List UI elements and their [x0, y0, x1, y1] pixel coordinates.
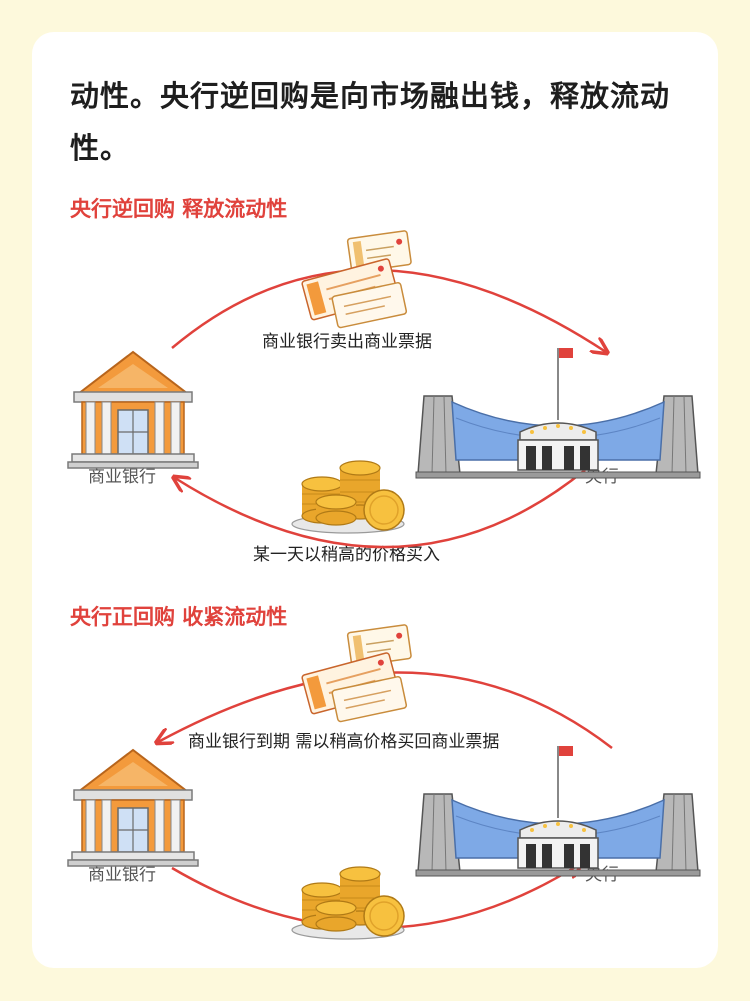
label-buy-back: 某一天以稍高的价格买入 — [253, 545, 440, 565]
section-title-reverse-repo: 央行逆回购 释放流动性 — [70, 197, 288, 221]
bank-building-icon — [67, 351, 199, 469]
gold-coins-icon-2 — [291, 866, 405, 940]
label-sell-bills: 商业银行卖出商业票据 — [262, 332, 432, 352]
bank-label: 商业银行 — [88, 467, 156, 487]
arrow-central-to-bank — [175, 469, 586, 549]
bank-building-icon-2 — [67, 749, 199, 867]
gold-coins-icon — [291, 460, 405, 534]
lead-paragraph: 动性。央行逆回购是向市场融出钱，释放流动性。 — [70, 79, 671, 165]
section-title-repo: 央行正回购 收紧流动性 — [70, 605, 288, 629]
central-bank-building-icon-2 — [415, 745, 701, 877]
central-bank-building-icon — [415, 347, 701, 479]
bill-documents-icon — [300, 229, 413, 330]
bank-label-2: 商业银行 — [88, 865, 156, 885]
arrow-central-to-bank-2 — [158, 671, 613, 749]
label-repurchase-bills: 商业银行到期 需以稍高价格买回商业票据 — [188, 732, 500, 752]
